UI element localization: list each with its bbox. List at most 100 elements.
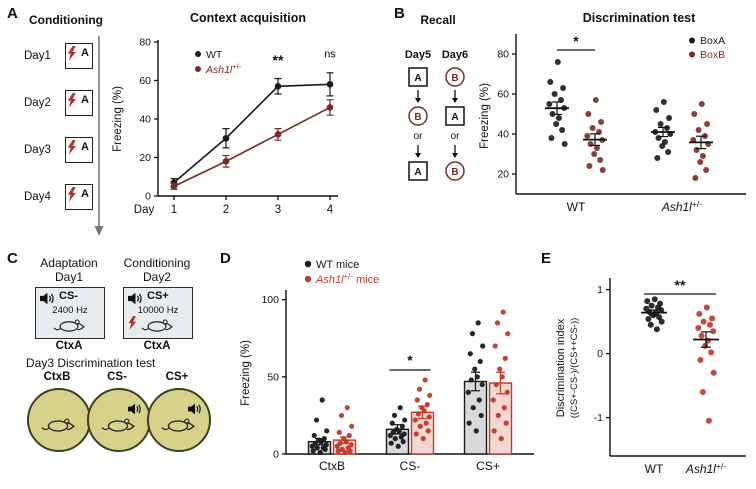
data-point (337, 440, 343, 446)
y-tick-label: 40 (139, 114, 151, 126)
context-letter: A (81, 93, 89, 106)
x-tick-label: CS- (400, 459, 421, 473)
data-point (647, 321, 654, 328)
mouse-icon (161, 418, 195, 432)
conditioning-day-row: Day2 A (24, 79, 110, 126)
data-point (551, 91, 558, 97)
x-tick-label: 4 (327, 204, 334, 216)
data-point (426, 414, 432, 420)
data-point (653, 107, 660, 113)
data-point (644, 298, 651, 305)
data-point (274, 131, 282, 138)
y-axis-label: Freezing (%) (479, 83, 491, 149)
significance-label: ** (273, 52, 284, 68)
shock-bolt-icon (67, 45, 76, 61)
data-point (500, 309, 506, 315)
data-point (707, 321, 713, 328)
significance-label: * (407, 352, 413, 368)
data-point (344, 405, 350, 411)
data-point (710, 369, 717, 376)
test-arena (87, 388, 151, 452)
test-arena (147, 388, 211, 452)
panel-b-label: B (394, 5, 405, 22)
y-tick-label: 0 (597, 348, 603, 360)
bar-series-mutant (332, 309, 513, 456)
recall-title: Recall (420, 13, 456, 27)
y-axis-label: Freezing (%) (112, 86, 124, 152)
data-point (420, 435, 426, 442)
data-point (692, 175, 699, 181)
context-letter: B (414, 112, 421, 123)
cs-label: CS+ (147, 290, 169, 302)
context-letter: B (451, 73, 458, 84)
data-point (584, 133, 591, 139)
y-tick-label: 50 (267, 371, 279, 383)
mouse-icon (53, 319, 85, 332)
data-point (313, 417, 320, 423)
data-point (424, 402, 430, 408)
data-point (326, 104, 334, 111)
timeline-arrow-icon (94, 36, 104, 236)
data-point (560, 85, 567, 91)
data-point (423, 420, 429, 426)
data-point (317, 449, 323, 456)
data-point (703, 167, 710, 173)
significance-label: ns (324, 48, 336, 60)
data-point (346, 432, 352, 439)
data-point (651, 296, 658, 303)
day-label: Day4 (24, 190, 51, 203)
context-square-icon (408, 161, 428, 181)
x-tick-label: WT (567, 200, 586, 214)
data-point (585, 111, 592, 117)
data-point (323, 442, 329, 448)
legend-dot-icon (304, 260, 312, 268)
data-point (698, 332, 705, 339)
context-letter: B (451, 167, 458, 178)
data-point (490, 397, 496, 403)
scatter-set-BoxA (545, 59, 569, 147)
data-point (416, 386, 423, 392)
data-point (586, 163, 593, 169)
legend-dot-icon (304, 275, 312, 283)
data-point (665, 149, 672, 155)
data-point (417, 423, 423, 429)
context-box-icon: A (65, 89, 93, 116)
data-point (470, 405, 476, 411)
data-point (336, 429, 342, 435)
test-condition-label: CtxB (43, 371, 71, 383)
data-point (658, 307, 665, 314)
data-point (653, 326, 660, 333)
day-label: Day2 (24, 96, 51, 109)
x-axis-label: Day (134, 204, 155, 216)
data-point (474, 374, 480, 380)
data-point (399, 423, 405, 429)
legend-label: WT (206, 49, 223, 61)
data-point (335, 448, 341, 454)
chart-title: Discrimination test (583, 11, 696, 25)
x-tick-label: 2 (223, 204, 229, 216)
data-point (465, 389, 471, 395)
data-point (657, 121, 664, 127)
scatter-set-BoxB (689, 101, 713, 181)
frequency-label: 2400 Hz (52, 305, 88, 316)
data-point (497, 366, 503, 372)
data-point (339, 446, 345, 452)
data-point (498, 435, 504, 442)
context-chamber: CS+10000 Hz (123, 287, 193, 339)
data-point (494, 320, 501, 326)
data-point (504, 389, 510, 395)
data-point (492, 343, 498, 349)
data-point (502, 355, 508, 361)
y-tick-label: 0 (145, 191, 151, 203)
data-point (413, 431, 419, 437)
data-point (349, 423, 355, 429)
or-label: or (450, 130, 460, 142)
data-point (495, 412, 501, 419)
scatter-set-BoxB (583, 97, 607, 173)
stage-title: Conditioning (123, 256, 191, 270)
y-tick-label: 1 (597, 284, 603, 296)
test-arena (27, 388, 91, 452)
conditioning-title: Conditioning (29, 13, 103, 27)
